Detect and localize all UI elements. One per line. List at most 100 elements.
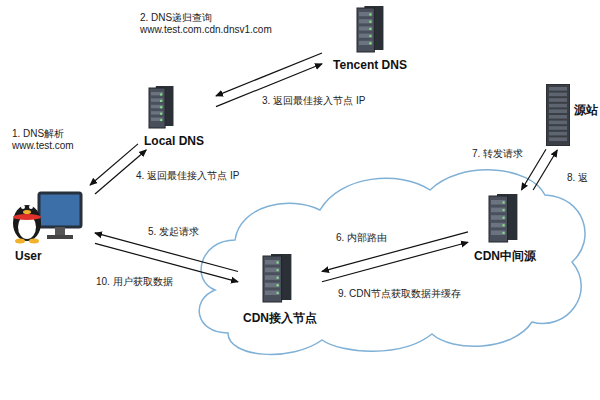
step-label: 9. CDN节点获取数据并缓存 xyxy=(338,288,478,300)
server-light xyxy=(276,284,278,286)
server-bay xyxy=(265,290,280,295)
server-light xyxy=(502,209,504,211)
server-front xyxy=(357,8,374,52)
server-bay xyxy=(151,92,163,95)
server-bay xyxy=(359,26,372,30)
server-bay xyxy=(151,98,163,101)
penguin-foot xyxy=(29,239,39,244)
step-label: 3. 返回最佳接入节点 IP xyxy=(262,95,392,107)
step-label: 1. DNS解析 www.test.com xyxy=(12,128,90,152)
server-node: CDN中间源 xyxy=(468,190,542,264)
step-label: 10. 用户获取数据 xyxy=(96,276,196,288)
server-bay xyxy=(265,260,280,265)
server-bay xyxy=(491,200,506,205)
penguin-eye xyxy=(29,205,33,209)
server-front xyxy=(489,196,508,242)
monitor-screen xyxy=(39,193,81,227)
server-light xyxy=(160,100,162,102)
flow-arrow xyxy=(95,233,238,272)
rack-unit xyxy=(549,93,567,97)
server-icon xyxy=(148,84,174,130)
cdn-cloud xyxy=(199,170,585,355)
node-label: CDN接入节点 xyxy=(243,310,317,327)
server-light xyxy=(502,224,504,226)
step-label: 5. 发起请求 xyxy=(148,226,228,238)
rack-unit xyxy=(549,109,567,113)
server-bay xyxy=(265,268,280,273)
server-light xyxy=(160,93,162,95)
server-bay xyxy=(491,230,506,235)
server-bay xyxy=(151,111,163,114)
step-label: 6. 内部路由 xyxy=(336,232,416,244)
step-label: 2. DNS递归查询 www.test.com.cdn.dnsv1.com xyxy=(140,12,300,36)
server-bay xyxy=(491,208,506,213)
flow-arrow xyxy=(90,144,138,185)
server-light xyxy=(369,42,371,44)
server-light xyxy=(160,113,162,115)
server-light xyxy=(369,28,371,30)
server-node: User xyxy=(5,185,95,267)
server-node: Tencent DNS xyxy=(322,4,418,74)
penguin-eye xyxy=(21,205,25,209)
rack-body xyxy=(546,84,570,146)
server-bay xyxy=(359,34,372,38)
node-label: 源站 xyxy=(574,102,598,119)
server-bay xyxy=(265,283,280,288)
server-bay xyxy=(359,41,372,45)
rack-unit xyxy=(549,132,567,136)
server-light xyxy=(276,269,278,271)
rack-unit xyxy=(549,126,567,130)
server-bay xyxy=(151,105,163,108)
user-icon xyxy=(9,187,89,245)
server-light xyxy=(160,119,162,121)
server-node: CDN接入节点 xyxy=(238,250,322,326)
server-front xyxy=(263,256,282,302)
penguin-beak xyxy=(23,210,31,214)
node-label: User xyxy=(15,249,42,263)
server-light xyxy=(502,232,504,234)
server-light xyxy=(160,106,162,108)
server-light xyxy=(276,277,278,279)
server-light xyxy=(369,35,371,37)
node-label: Tencent DNS xyxy=(333,58,407,72)
server-light xyxy=(276,261,278,263)
server-light xyxy=(369,13,371,15)
flow-arrow xyxy=(533,150,557,190)
rack-unit xyxy=(549,121,567,125)
monitor-stand xyxy=(55,227,65,235)
server-light xyxy=(502,201,504,203)
penguin-foot xyxy=(15,239,25,244)
rack-unit xyxy=(549,98,567,102)
server-light xyxy=(502,217,504,219)
node-label: Local DNS xyxy=(144,134,204,148)
step-label: 8. 返 xyxy=(567,172,599,184)
server-bay xyxy=(491,223,506,228)
rack-icon xyxy=(546,84,570,146)
step-label: 4. 返回最佳接入节点 IP xyxy=(136,170,266,182)
server-node: Local DNS xyxy=(138,84,216,150)
server-bay xyxy=(151,118,163,121)
monitor-base xyxy=(47,235,73,239)
step-label: 7. 转发请求 xyxy=(472,148,542,160)
server-light xyxy=(369,21,371,23)
rack-unit xyxy=(549,104,567,108)
penguin-body xyxy=(13,205,41,241)
flow-arrow xyxy=(322,232,468,272)
server-icon xyxy=(488,192,518,244)
penguin-scarf xyxy=(13,214,41,220)
rack-unit xyxy=(549,87,567,91)
node-label: CDN中间源 xyxy=(474,248,536,265)
server-bay xyxy=(491,215,506,220)
flow-arrow xyxy=(216,53,322,96)
rack-unit xyxy=(549,115,567,119)
server-icon xyxy=(262,252,292,304)
server-front xyxy=(149,88,165,128)
flow-arrow xyxy=(322,242,468,282)
server-bay xyxy=(265,275,280,280)
flow-arrow xyxy=(521,149,546,190)
server-bay xyxy=(359,12,372,16)
server-node: 源站 xyxy=(546,80,599,150)
rack-unit xyxy=(549,137,567,141)
server-light xyxy=(276,292,278,294)
